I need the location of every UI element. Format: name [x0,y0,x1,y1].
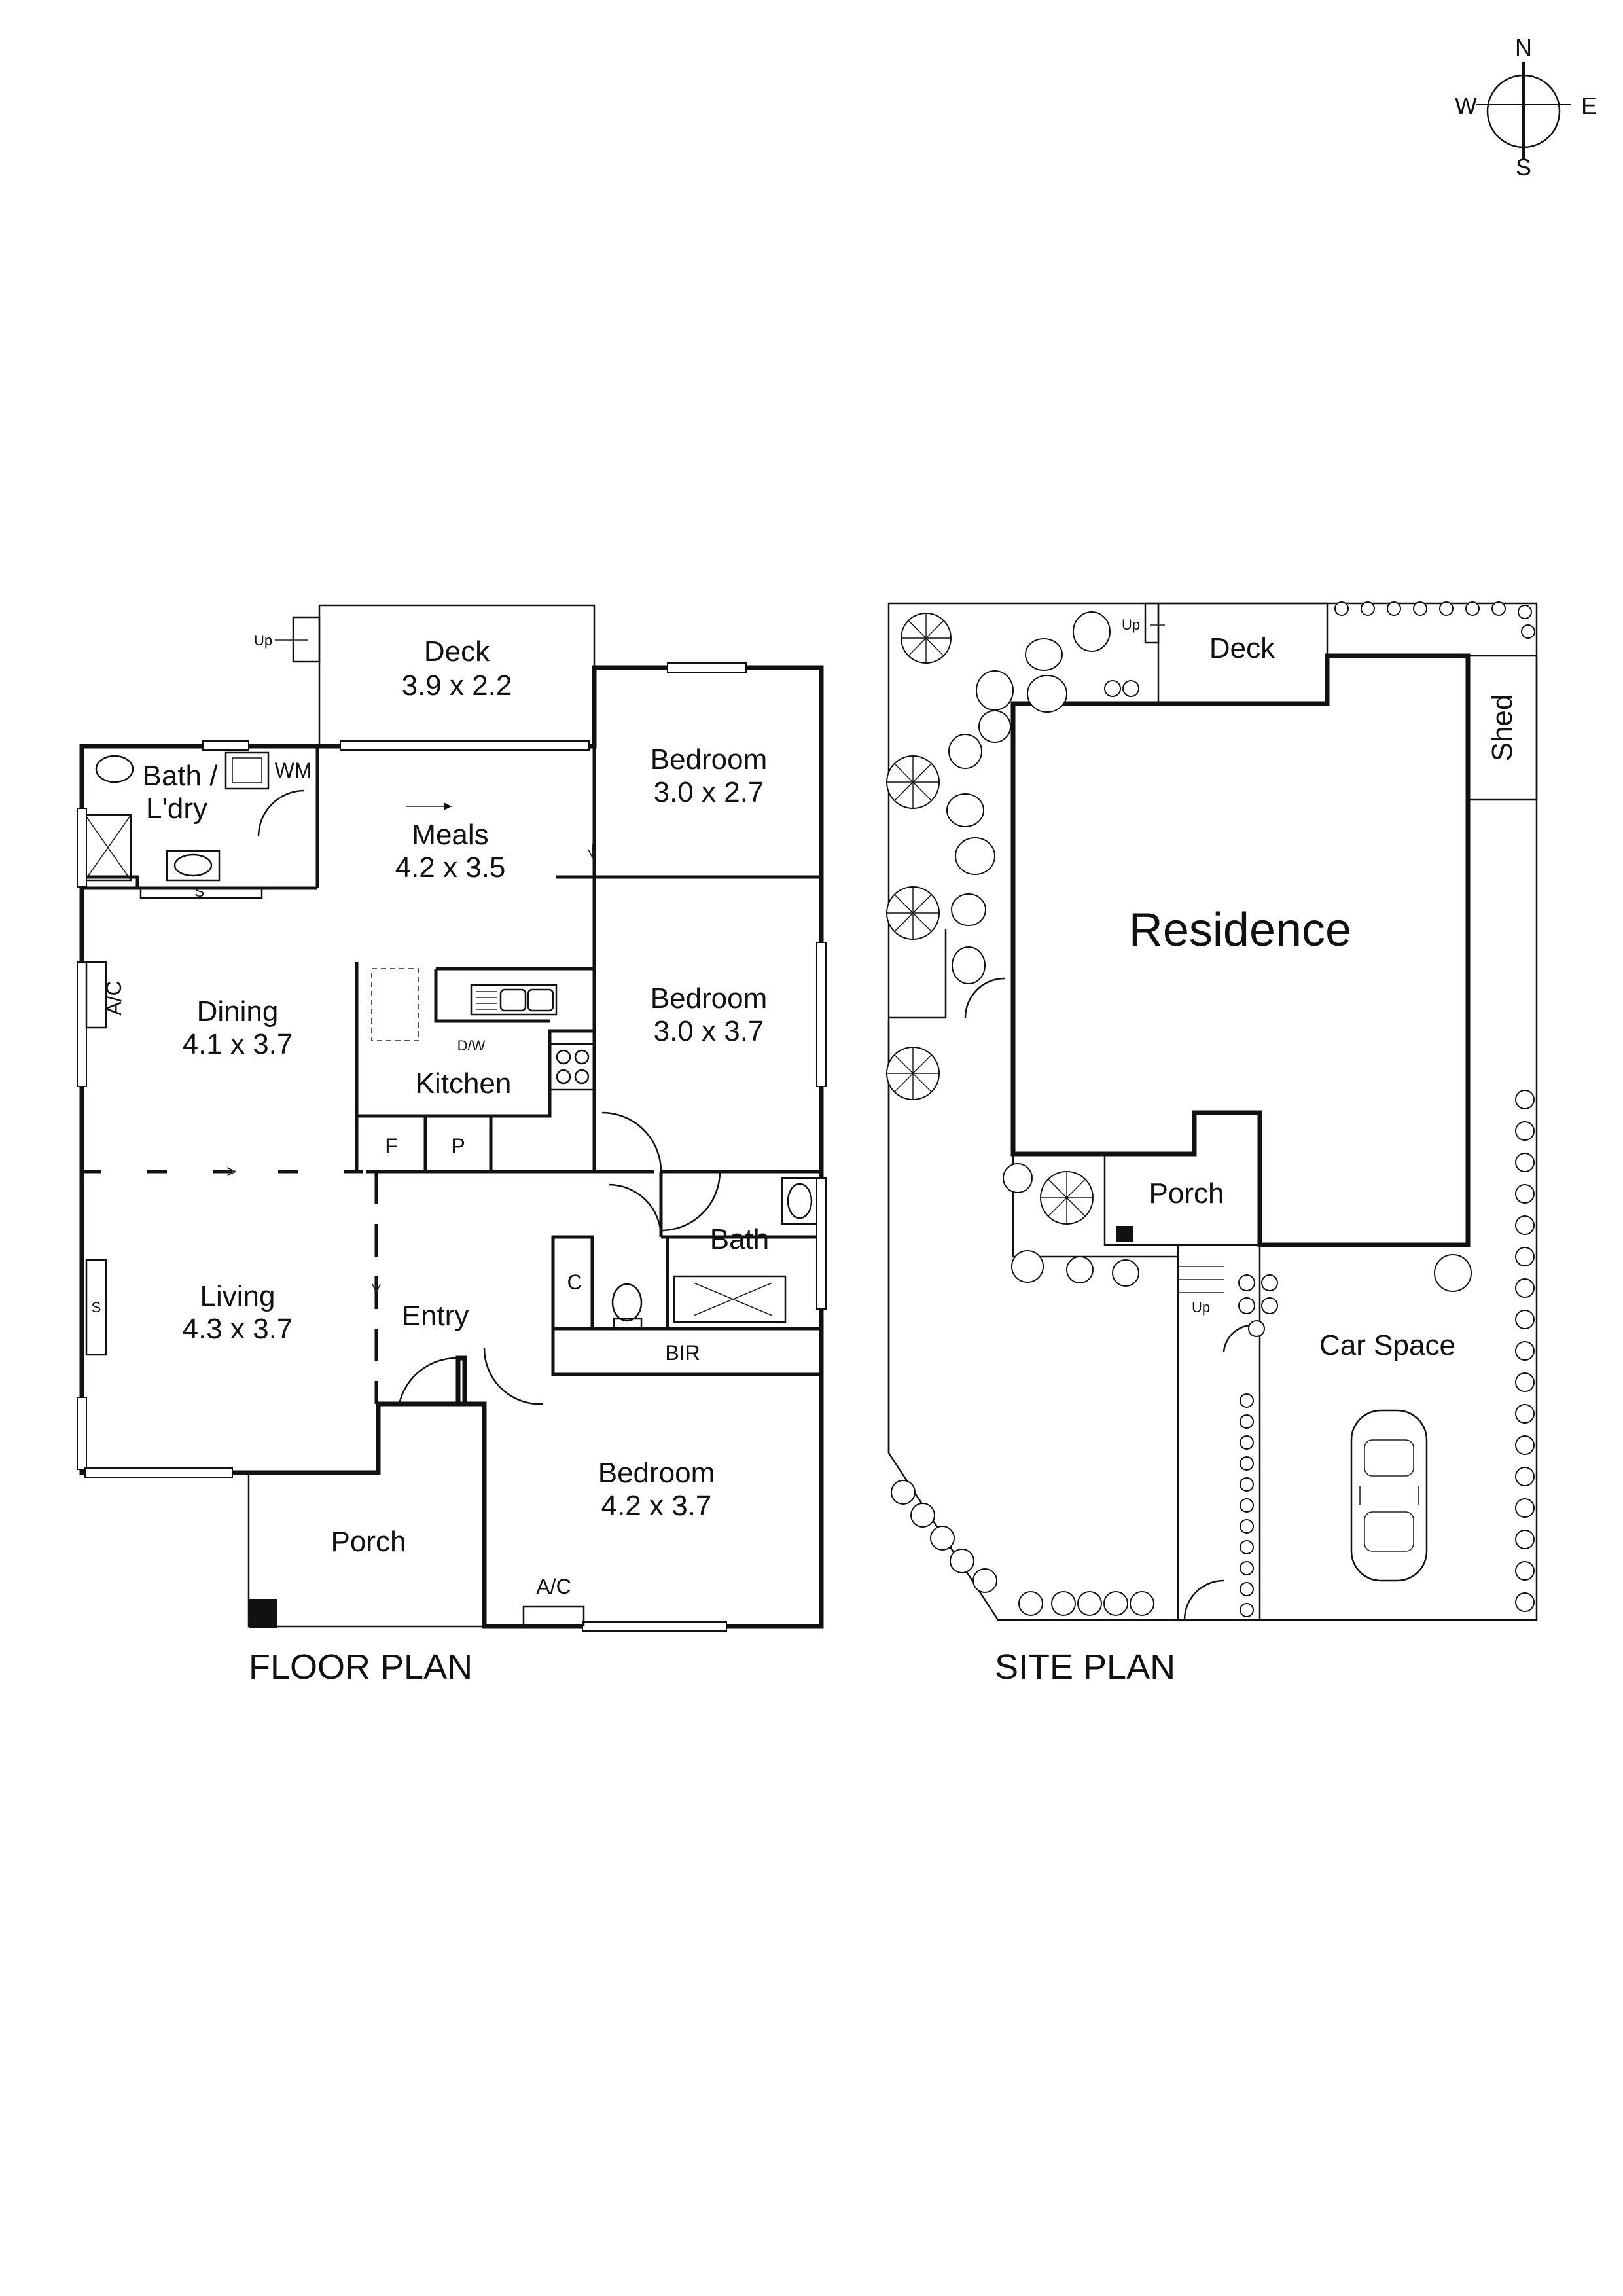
compass-east: E [1581,92,1597,119]
living-heater [85,1259,107,1356]
sink-s-label: S [195,884,205,900]
bedroom-top-label: Bedroom [651,744,768,776]
bedroom-mid-label: Bedroom [651,982,768,1014]
porch-post [249,1599,277,1628]
bathtub-icon [673,1275,787,1323]
floor-plan: Up [77,604,827,1687]
door-swing [483,1348,544,1405]
door-swing [257,789,305,837]
window [582,1621,727,1632]
shrub-row-front [891,1163,1154,1616]
window [816,942,827,1087]
window [202,740,249,751]
site-porch-label: Porch [1149,1177,1224,1210]
compass-west: W [1455,92,1477,119]
deck-label: Deck [424,636,490,668]
shrub-column-east [1515,1090,1535,1612]
window [816,1177,827,1310]
wm-label: WM [275,759,312,782]
shed [1467,655,1538,801]
bir-label: BIR [665,1341,700,1365]
kitchen-label: Kitchen [416,1067,512,1100]
site-deck-up-label: Up [1122,617,1140,633]
window [84,1467,233,1478]
site-deck [1157,602,1329,705]
bath-laundry-label-2: L'dry [146,793,207,825]
shrub-row [1104,601,1535,697]
site-porch-up-label: Up [1192,1299,1210,1316]
bedroom-ac-label: A/C [536,1575,571,1598]
site-porch-post [1116,1226,1133,1242]
meals-label: Meals [412,819,488,851]
bedroom-mid-size: 3.0 x 3.7 [654,1015,764,1047]
steps [1178,1266,1224,1293]
shrub-column-driveway [1238,1254,1472,1617]
gate-swing [1183,1324,1257,1621]
deck-size: 3.9 x 2.2 [402,670,512,702]
laundry-tub-icon [166,850,221,882]
tree-icons [886,613,1094,1225]
window [77,1397,87,1470]
door-swing [608,1183,662,1238]
entry-label: Entry [402,1300,469,1332]
dw-label: D/W [457,1037,486,1054]
island-dashed [371,968,419,1041]
bedroom-bottom-size: 4.2 x 3.7 [601,1490,712,1522]
deck-step [292,616,321,663]
site-plan: Deck Up Shed Residence Porch Up Car Spac… [886,601,1538,1687]
shed-label: Shed [1486,694,1518,762]
window [77,961,87,1087]
living-size: 4.3 x 3.7 [183,1313,293,1345]
window [77,808,87,888]
floor-plan-title: FLOOR PLAN [249,1647,473,1687]
bedroom-top-size: 3.0 x 2.7 [654,776,764,808]
compass-icon: N S E W [1455,34,1597,181]
door-swing [398,1357,459,1405]
cooktop-icon [548,1043,596,1091]
toilet-icon [611,1283,643,1322]
fridge-label: F [385,1134,398,1158]
living-s-label: S [92,1299,101,1316]
site-paths [1012,1154,1261,1620]
pantry-label: P [451,1134,465,1158]
bedroom-ac-unit [522,1605,585,1626]
deck-up-label: Up [254,632,272,649]
basin-icon [95,755,134,783]
dining-size: 4.1 x 3.7 [183,1028,293,1060]
compass-south: S [1516,154,1531,181]
built-in-robe [551,1327,823,1376]
dining-ac-label: A/C [102,980,126,1015]
car-icon [1350,1409,1428,1582]
washing-machine-icon [224,751,270,790]
porch-label: Porch [331,1526,406,1558]
gate-swing [964,977,1005,1018]
bath-laundry-label: Bath / [143,760,219,792]
living-label: Living [200,1280,276,1312]
dining-label: Dining [197,996,279,1028]
dining-ac-unit [85,961,107,1029]
site-plan-title: SITE PLAN [995,1647,1175,1687]
residence-label: Residence [1129,904,1351,956]
window [667,662,747,673]
site-deck-label: Deck [1209,632,1275,664]
door-swing [601,1111,662,1172]
bath-label: Bath [710,1223,770,1255]
compass-north: N [1515,34,1532,61]
sink-icon [470,984,558,1016]
cupboard-label: C [567,1270,582,1294]
meals-size: 4.2 x 3.5 [395,852,506,884]
laundry-wall [82,875,139,888]
bedroom-bottom-label: Bedroom [598,1457,715,1489]
door-swing [660,1171,721,1232]
car-space-label: Car Space [1319,1329,1455,1361]
site-garden-fence [887,929,947,1453]
sliding-door [340,740,590,751]
garden-rocks [946,611,1111,984]
